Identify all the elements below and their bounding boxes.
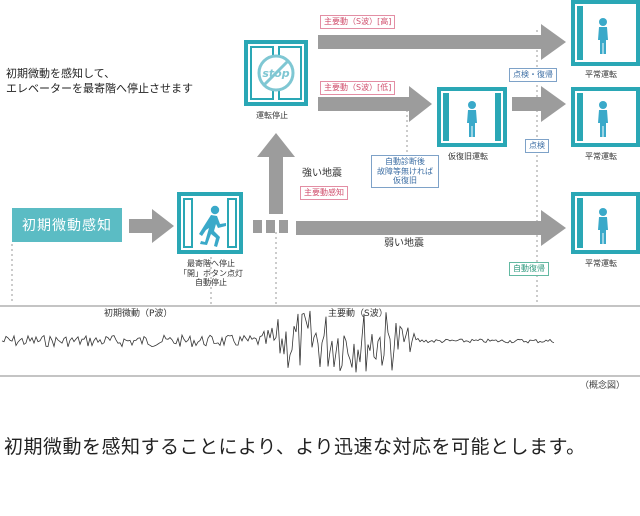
tag-inspect: 点検 [525, 139, 549, 153]
stop-sign-icon: stop [257, 54, 295, 92]
tag-main-low: 主要動（S波）[低] [320, 81, 396, 95]
elevator-temporary [437, 87, 507, 147]
caption-text: 初期微動を感知することにより、より迅速な対応を可能とします。 [4, 436, 586, 458]
elevator-nearest [177, 192, 243, 254]
intro-text: 初期微動を感知して、 エレベーターを最寄階へ停止させます [6, 67, 193, 96]
seismic-wave [1, 310, 555, 373]
elevator-normal-1 [571, 0, 640, 66]
elevator-normal-2 [571, 87, 640, 147]
caption-operation-stop: 運転停止 [256, 111, 288, 120]
arrow-right-icon [129, 24, 566, 246]
tag-self-diagnosis: 自動診断後 故障等無ければ 仮復旧 [371, 155, 439, 188]
tag-auto-restore: 自動復帰 [509, 262, 549, 276]
caption-normal-3: 平常運転 [585, 259, 617, 268]
caption-nearest-floor: 最寄階へ停止 「開」ボタン点灯 自動停止 [179, 259, 243, 288]
caption-normal-1: 平常運転 [585, 70, 617, 79]
tag-inspect-restore: 点検・復帰 [509, 68, 557, 82]
label-p-wave: 初期微動（P波） [104, 309, 173, 319]
tag-main-detect: 主要動感知 [300, 186, 348, 200]
tag-main-high: 主要動（S波）[高] [320, 15, 396, 29]
svg-text:stop: stop [262, 67, 289, 80]
elevator-normal-3 [571, 192, 640, 254]
note-text: （概念図） [580, 381, 626, 391]
arrow-up-icon [257, 133, 295, 214]
label-weak-quake: 弱い地震 [384, 238, 424, 249]
caption-temporary-restore: 仮復旧運転 [448, 152, 488, 161]
label-strong-quake: 強い地震 [302, 168, 342, 179]
label-s-wave: 主要動（S波） [328, 309, 388, 319]
caption-normal-2: 平常運転 [585, 152, 617, 161]
initial-detection-box: 初期微動感知 [12, 208, 122, 242]
elevator-stop: stop [244, 40, 308, 106]
